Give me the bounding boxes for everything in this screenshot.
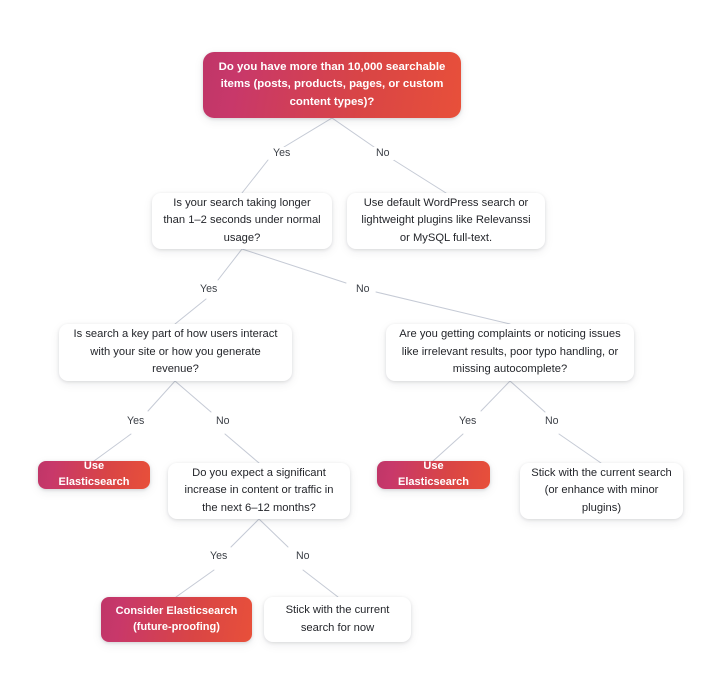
node-consider-elasticsearch-outcome-label: Consider Elasticsearch (future-proofing) (115, 604, 238, 633)
node-use-elasticsearch-outcome-left[interactable]: Use Elasticsearch (38, 460, 150, 489)
edge-q3-no-b (224, 433, 260, 464)
node-search-latency-question-label: Is your search taking longer than 1–2 se… (163, 196, 321, 244)
edge-q1-no-b (391, 158, 447, 194)
node-use-elasticsearch-outcome-right-label: Use Elasticsearch (398, 460, 469, 488)
edge-q5-no-a (258, 518, 289, 548)
node-default-wordpress-search-outcome-label: Use default WordPress search or lightwei… (361, 196, 531, 244)
edge-label-q4-no: No (541, 415, 563, 428)
edge-q4-yes-b (432, 433, 464, 462)
edge-q3-yes-a (147, 380, 176, 412)
node-consider-elasticsearch-outcome[interactable]: Consider Elasticsearch (future-proofing) (101, 597, 252, 642)
edge-label-q2-yes: Yes (196, 283, 222, 296)
edge-label-q1-yes: Yes (269, 147, 295, 160)
edge-q2-yes-b (174, 298, 207, 325)
node-stick-with-current-search-outcome[interactable]: Stick with the current search (or enhanc… (520, 463, 683, 519)
node-growth-expectation-question-label: Do you expect a significant increase in … (184, 466, 334, 514)
node-growth-expectation-question[interactable]: Do you expect a significant increase in … (168, 463, 350, 519)
edge-q1-yes-b (241, 159, 269, 194)
edge-q4-no-b (558, 433, 602, 464)
edge-q4-no-a (509, 380, 546, 413)
node-search-complaints-question[interactable]: Are you getting complaints or noticing i… (386, 324, 634, 381)
edge-q3-yes-b (93, 433, 132, 462)
edge-q2-yes-a (217, 248, 243, 281)
node-root-question[interactable]: Do you have more than 10,000 searchable … (203, 52, 461, 118)
edge-q5-no-b (302, 569, 339, 598)
edge-label-q4-yes: Yes (455, 415, 481, 428)
node-stick-with-current-search-for-now-outcome[interactable]: Stick with the current search for now (264, 597, 411, 642)
edge-q1-yes-a (283, 117, 333, 148)
edge-label-q2-no: No (352, 283, 374, 296)
edge-q2-no-b (375, 291, 511, 325)
edge-q2-no-a (241, 248, 347, 284)
edge-q3-no-a (174, 380, 212, 413)
node-search-complaints-question-label: Are you getting complaints or noticing i… (399, 328, 621, 376)
edge-label-q3-no: No (212, 415, 234, 428)
edge-label-q5-yes: Yes (206, 550, 232, 563)
edge-label-q5-no: No (292, 550, 314, 563)
node-stick-with-current-search-for-now-outcome-label: Stick with the current search for now (285, 604, 390, 634)
node-use-elasticsearch-outcome-left-label: Use Elasticsearch (58, 460, 130, 488)
node-default-wordpress-search-outcome[interactable]: Use default WordPress search or lightwei… (347, 193, 545, 249)
edge-q4-yes-a (480, 380, 511, 412)
edge-label-q3-yes: Yes (123, 415, 149, 428)
node-search-business-critical-question[interactable]: Is search a key part of how users intera… (59, 324, 292, 381)
edge-label-q1-no: No (372, 147, 394, 160)
node-use-elasticsearch-outcome-right[interactable]: Use Elasticsearch (377, 460, 490, 489)
edge-q5-yes-b (175, 569, 215, 598)
node-stick-with-current-search-outcome-label: Stick with the current search (or enhanc… (531, 466, 672, 514)
node-search-business-critical-question-label: Is search a key part of how users intera… (73, 328, 278, 376)
edge-q1-no-a (331, 117, 375, 148)
edge-q5-yes-a (230, 518, 260, 548)
node-root-question-label: Do you have more than 10,000 searchable … (218, 60, 446, 108)
node-search-latency-question[interactable]: Is your search taking longer than 1–2 se… (152, 193, 332, 249)
